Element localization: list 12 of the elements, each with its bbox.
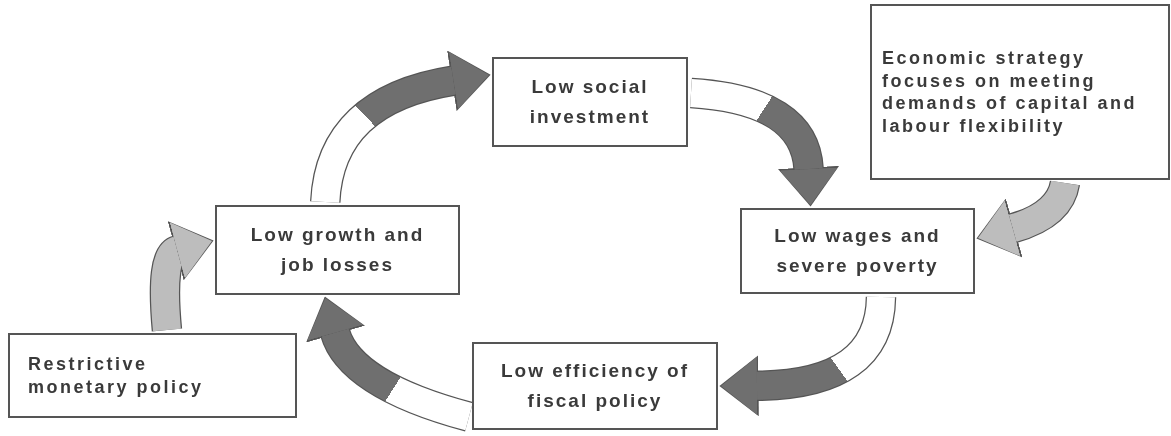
text-box (492, 57, 688, 147)
text-box (8, 333, 297, 418)
node-label: Low wages and severe poverty (773, 223, 942, 278)
text-box (215, 205, 460, 295)
node-label: Low efficiency of fiscal policy (499, 358, 691, 413)
node-label: Restrictive monetary policy (28, 353, 205, 398)
text-box (472, 342, 718, 430)
node-label: Economic strategy focuses on meeting demands of capital and labour flexibility (882, 47, 1138, 137)
node-label: Low social investment (528, 74, 652, 129)
node-label: Low growth and job losses (249, 222, 426, 277)
text-box (740, 208, 975, 294)
text-box (870, 4, 1170, 180)
